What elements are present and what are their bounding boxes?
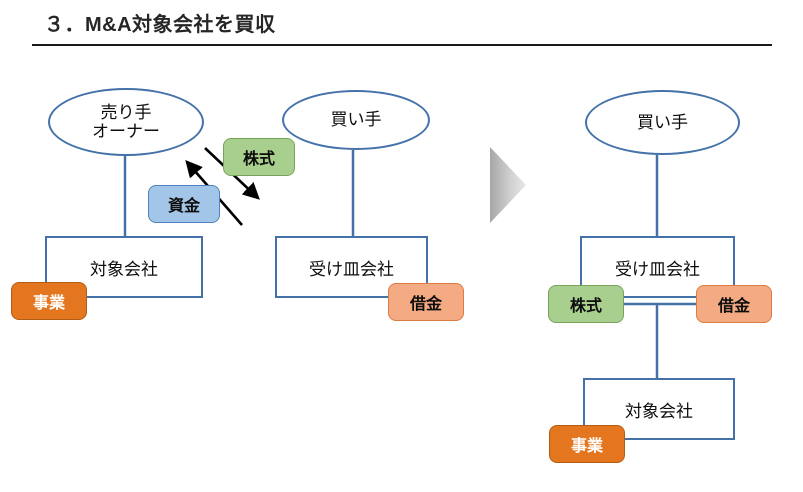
node-target-company-after[interactable]: 対象会社 — [583, 378, 735, 440]
tag-debt-after-label: 借金 — [717, 298, 750, 315]
tag-business-after[interactable]: 事業 — [549, 425, 625, 463]
tag-shares-before-label: 株式 — [242, 151, 275, 168]
tag-shares-after-label: 株式 — [569, 298, 602, 315]
node-spc-company-after-label: 受け皿会社 — [615, 259, 700, 279]
node-spc-company-before-label: 受け皿会社 — [309, 259, 394, 279]
tag-business-after-label: 事業 — [570, 438, 603, 455]
node-buyer-before-label: 買い手 — [330, 110, 382, 130]
tag-business-before[interactable]: 事業 — [11, 282, 87, 320]
tag-funds-before-label: 資金 — [167, 198, 200, 215]
node-target-company-after-label: 対象会社 — [625, 401, 693, 421]
node-seller-owner[interactable]: 売り手 オーナー — [48, 88, 204, 156]
title-divider — [32, 44, 772, 46]
tag-funds-before[interactable]: 資金 — [148, 185, 220, 223]
tag-debt-before[interactable]: 借金 — [388, 283, 464, 321]
node-target-company-before-label: 対象会社 — [90, 259, 158, 279]
node-buyer-after[interactable]: 買い手 — [585, 90, 740, 155]
transition-arrow-icon — [490, 147, 526, 223]
node-buyer-after-label: 買い手 — [637, 112, 688, 132]
tag-business-before-label: 事業 — [32, 295, 65, 312]
tag-debt-before-label: 借金 — [409, 296, 442, 313]
tag-shares-before[interactable]: 株式 — [223, 138, 295, 176]
tag-debt-after[interactable]: 借金 — [696, 285, 772, 323]
slide-header: ３．M&A対象会社を買収 — [0, 0, 803, 52]
node-seller-owner-label-2: オーナー — [92, 122, 160, 141]
tag-shares-after[interactable]: 株式 — [548, 285, 624, 323]
node-buyer-before[interactable]: 買い手 — [282, 90, 430, 150]
node-seller-owner-label-1: 売り手 — [100, 102, 152, 122]
page-title: ３．M&A対象会社を買収 — [44, 14, 276, 36]
